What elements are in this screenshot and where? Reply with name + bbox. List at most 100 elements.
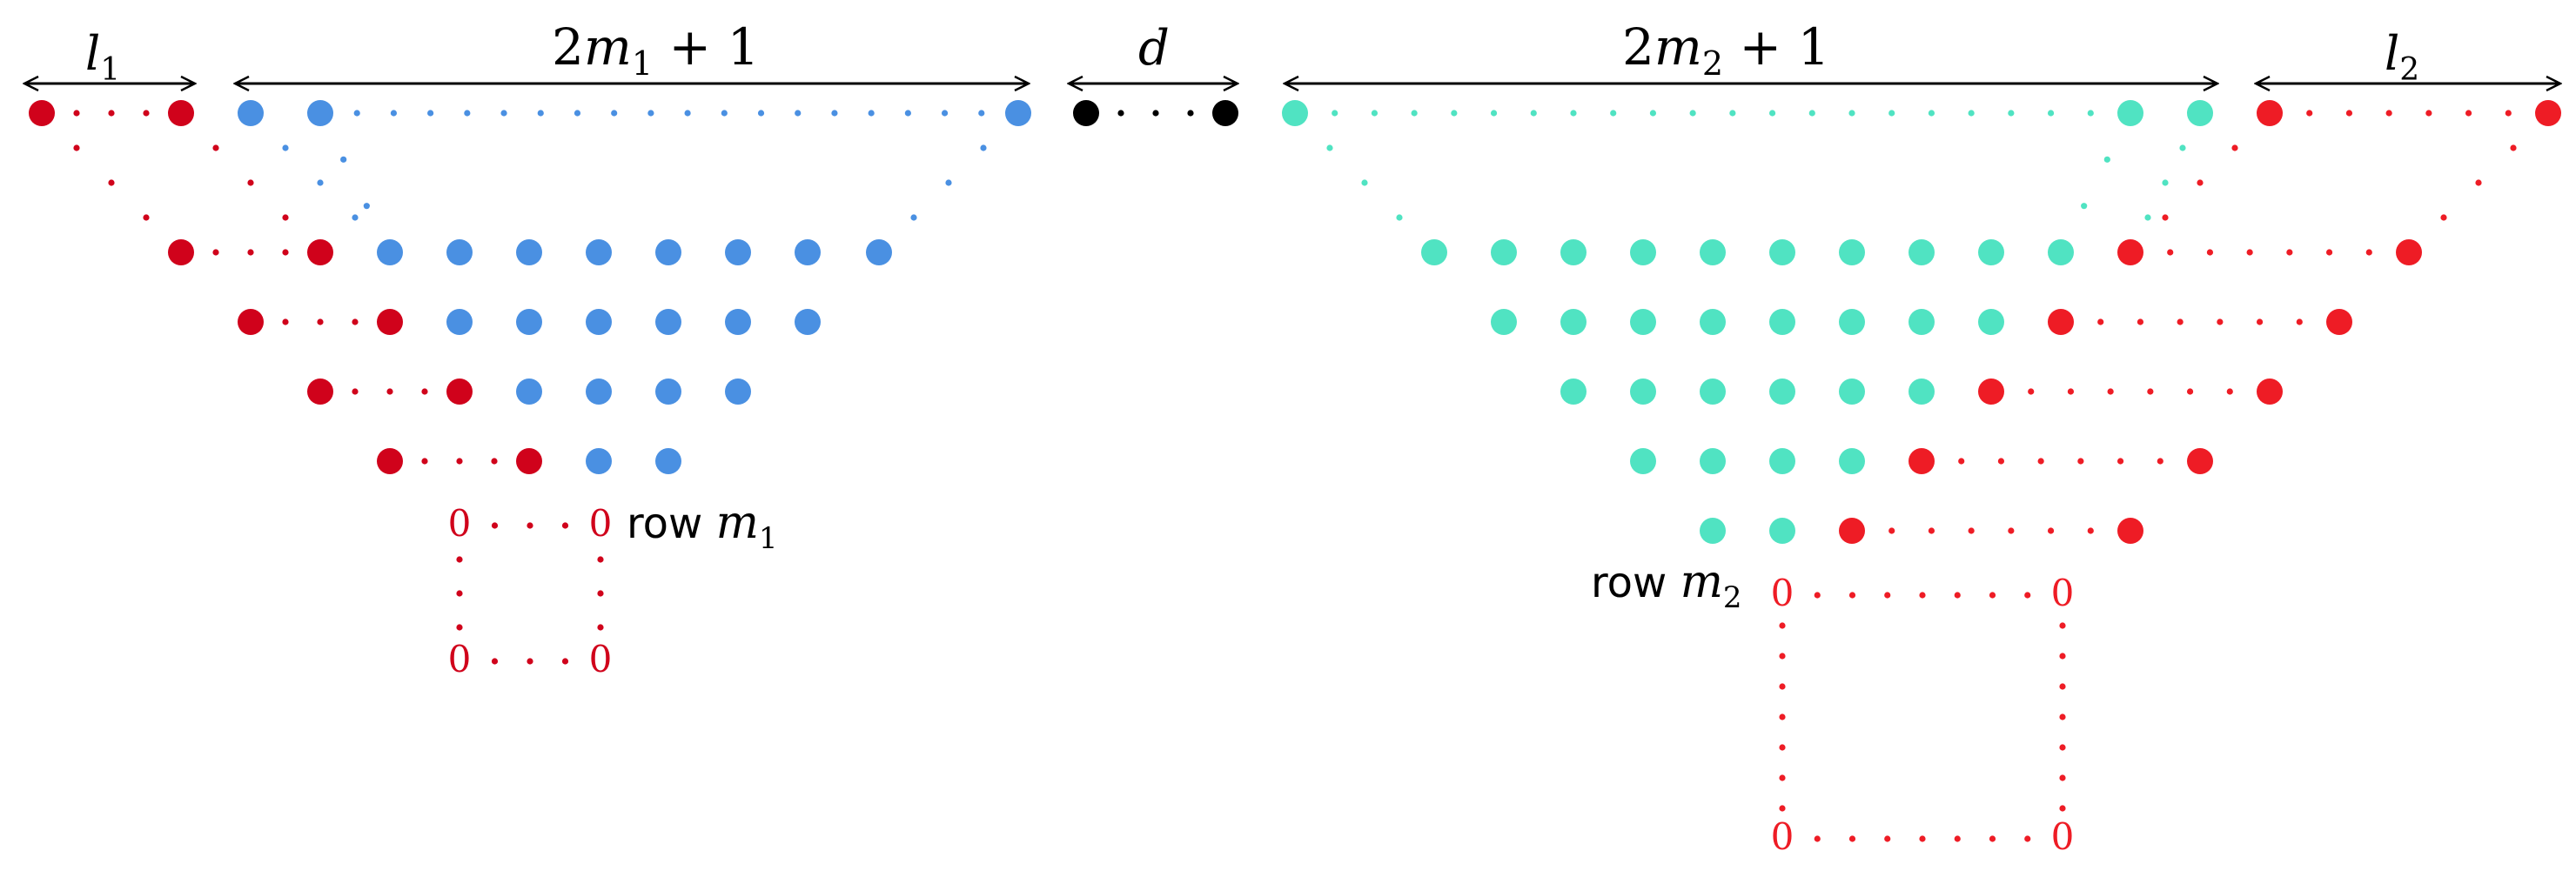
- ellipsis-dot: [491, 522, 499, 529]
- teal-dot: [1491, 239, 1517, 265]
- ellipsis-dot: [1814, 835, 1821, 842]
- ellipsis-dot: [1610, 110, 1617, 117]
- ellipsis-dot: [2197, 179, 2204, 186]
- ellipsis-dot: [212, 249, 219, 256]
- ellipsis-dot: [1779, 622, 1786, 629]
- row-m1-label: row m1: [627, 497, 778, 556]
- ellipsis-dot: [2217, 318, 2224, 325]
- ellipsis-dot: [2137, 318, 2144, 325]
- ellipsis-dot: [1779, 805, 1786, 812]
- ellipsis-dot: [561, 522, 569, 529]
- red-dot: [2326, 309, 2352, 335]
- ellipsis-dot: [2024, 835, 2031, 842]
- teal-dot: [1630, 448, 1656, 474]
- red-dot: [307, 379, 333, 405]
- ellipsis-dot: [1490, 110, 1498, 117]
- ellipsis-dot: [2226, 388, 2233, 395]
- red-dot: [2535, 100, 2561, 126]
- ellipsis-dot: [456, 590, 463, 597]
- ellipsis-dot: [1729, 110, 1736, 117]
- ellipsis-dot: [73, 144, 80, 151]
- ellipsis-dot: [317, 179, 324, 186]
- ellipsis-dot: [1968, 527, 1975, 534]
- ellipsis-dot: [1888, 110, 1895, 117]
- teal-dot: [1839, 239, 1865, 265]
- red-dot: [168, 239, 194, 265]
- ellipsis-dot: [421, 388, 428, 395]
- ellipsis-dot: [352, 388, 359, 395]
- ellipsis-dot: [500, 110, 507, 117]
- teal-dot: [1909, 309, 1935, 335]
- zero-label: 0: [448, 502, 472, 545]
- l1-label: l1: [85, 26, 120, 88]
- ellipsis-dot: [282, 318, 289, 325]
- ellipsis-dot: [317, 318, 324, 325]
- ellipsis-dot: [2081, 203, 2088, 210]
- ellipsis-dot: [2286, 249, 2293, 256]
- ellipsis-dot: [2296, 318, 2303, 325]
- ellipsis-dot: [1187, 110, 1194, 117]
- blue-dot: [307, 100, 333, 126]
- ellipsis-dot: [2059, 622, 2066, 629]
- ellipsis-dot: [2179, 144, 2186, 151]
- ellipsis-dot: [2177, 318, 2184, 325]
- ellipsis-dot: [2067, 388, 2075, 395]
- ellipsis-dot: [1848, 592, 1856, 599]
- ellipsis-dot: [1958, 458, 1965, 465]
- blue-dot: [655, 309, 681, 335]
- ellipsis-dot: [2087, 527, 2094, 534]
- ellipsis-dot: [1530, 110, 1537, 117]
- ellipsis-dot: [2256, 318, 2264, 325]
- blue-dot: [795, 309, 821, 335]
- blue-dot: [238, 100, 264, 126]
- blue-dot: [655, 239, 681, 265]
- ellipsis-dot: [247, 179, 254, 186]
- red-dot: [2396, 239, 2422, 265]
- l2-label: l2: [2385, 26, 2419, 88]
- ellipsis-dot: [945, 179, 952, 186]
- teal-dot: [1700, 448, 1726, 474]
- ellipsis-dot: [2059, 713, 2066, 720]
- ellipsis-dot: [2037, 458, 2044, 465]
- ellipsis-dot: [2231, 144, 2238, 151]
- ellipsis-dot: [2059, 774, 2066, 781]
- red-dot: [1839, 518, 1865, 544]
- red-dot: [377, 309, 403, 335]
- ellipsis-dot: [2440, 214, 2447, 221]
- ellipsis-dot: [1848, 835, 1856, 842]
- ellipsis-dot: [247, 249, 254, 256]
- ellipsis-dot: [527, 522, 533, 529]
- zero-label: 0: [2051, 572, 2075, 614]
- ellipsis-dot: [2144, 214, 2151, 221]
- ellipsis-dot: [2306, 110, 2313, 117]
- left-width-label: 2m1 + 1: [552, 17, 759, 83]
- ellipsis-dot: [2162, 214, 2169, 221]
- ellipsis-dot: [2059, 653, 2066, 660]
- right-width-label: 2m2 + 1: [1622, 17, 1829, 83]
- ellipsis-dot: [1779, 653, 1786, 660]
- ellipsis-dot: [831, 110, 838, 117]
- blue-dot: [516, 239, 542, 265]
- ellipsis-dot: [2008, 527, 2015, 534]
- red-dot: [29, 100, 55, 126]
- ellipsis-dot: [1968, 110, 1975, 117]
- ellipsis-dot: [2425, 110, 2432, 117]
- ellipsis-dot: [1332, 110, 1338, 117]
- red-dot: [2117, 239, 2143, 265]
- zero-label: 0: [1771, 572, 1794, 614]
- ellipsis-dot: [352, 214, 359, 221]
- teal-dot: [2117, 100, 2143, 126]
- blue-dot: [377, 239, 403, 265]
- teal-dot: [2187, 100, 2213, 126]
- d-label: d: [1138, 20, 1170, 77]
- ellipsis-dot: [212, 144, 219, 151]
- ellipsis-dot: [527, 658, 533, 665]
- teal-dot: [1700, 239, 1726, 265]
- teal-dot: [1282, 100, 1308, 126]
- teal-dot: [1700, 309, 1726, 335]
- ellipsis-dot: [1396, 214, 1403, 221]
- ellipsis-dot: [2147, 388, 2154, 395]
- blue-dot: [866, 239, 892, 265]
- teal-dot: [1630, 239, 1656, 265]
